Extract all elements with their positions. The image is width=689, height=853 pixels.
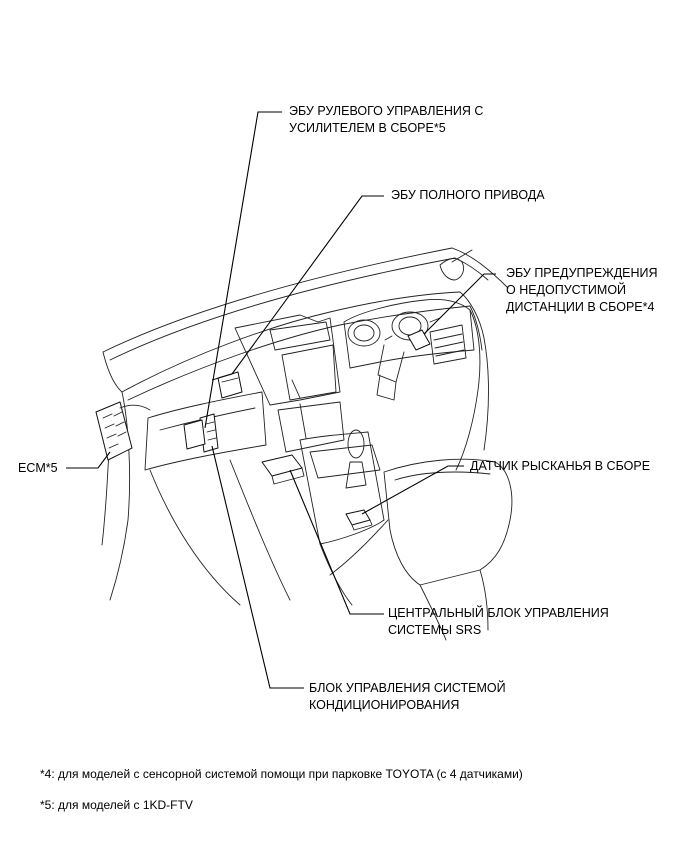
clearance-ecu-label-line2: О НЕДОПУСТИМОЙ [506,283,627,297]
footnote-4: *4: для моделей с сенсорной системой пом… [40,767,523,781]
ac-ecu-label-line1: БЛОК УПРАВЛЕНИЯ СИСТЕМОЙ [309,681,506,695]
leader-srs-ecu [289,469,384,615]
leader-awd-ecu [231,195,384,375]
awd-ecu-label: ЭБУ ПОЛНОГО ПРИВОДА [391,188,545,202]
clearance-ecu-label-line1: ЭБУ ПРЕДУПРЕЖДЕНИЯ [506,266,658,280]
steering-ecu-label-line2: УСИЛИТЕЛЕМ В СБОРЕ*5 [289,121,446,135]
steering-ecu-label: ЭБУ РУЛЕВОГО УПРАВЛЕНИЯ С УСИЛИТЕЛЕМ В С… [289,103,483,137]
footnote-5: *5: для моделей с 1KD-FTV [40,798,193,812]
leader-clearance-ecu [423,273,496,335]
leader-ecm [66,451,111,469]
dashboard-drawing [101,247,513,641]
ecm-part [95,401,151,461]
clearance-ecu-label: ЭБУ ПРЕДУПРЕЖДЕНИЯ О НЕДОПУСТИМОЙ ДИСТАН… [506,265,658,316]
srs-ecu-label-line1: ЦЕНТРАЛЬНЫЙ БЛОК УПРАВЛЕНИЯ [388,606,609,620]
awd-ecu-part [211,373,233,381]
ecm-label: ECM*5 [18,461,58,475]
ac-ecu-part [183,413,219,453]
steering-ecu-part [217,371,243,399]
leader-yaw-sensor [361,465,464,515]
leader-lines [66,111,496,689]
srs-ecu-label: ЦЕНТРАЛЬНЫЙ БЛОК УПРАВЛЕНИЯ СИСТЕМЫ SRS [388,605,609,639]
clearance-ecu-label-line3: ДИСТАНЦИИ В СБОРЕ*4 [506,300,655,314]
leader-steering-ecu [204,111,282,429]
ac-ecu-label: БЛОК УПРАВЛЕНИЯ СИСТЕМОЙ КОНДИЦИОНИРОВАН… [309,680,506,714]
steering-ecu-label-line1: ЭБУ РУЛЕВОГО УПРАВЛЕНИЯ С [289,104,484,118]
srs-ecu-label-line2: СИСТЕМЫ SRS [388,623,482,637]
srs-ecu-part [261,454,305,485]
leader-ac-ecu [211,445,304,689]
yaw-sensor-label: ДАТЧИК РЫСКАНЬЯ В СБОРЕ [470,459,651,473]
ac-ecu-label-line2: КОНДИЦИОНИРОВАНИЯ [309,698,460,712]
clearance-ecu-part [407,329,431,351]
yaw-sensor-part [345,509,373,531]
